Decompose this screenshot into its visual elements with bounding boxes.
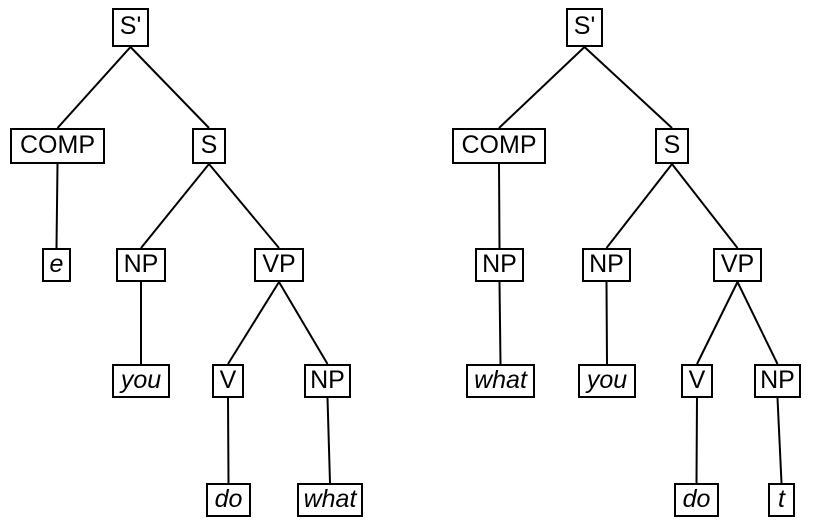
tree-edge-r8-r10 <box>695 397 698 484</box>
tree-node-right-you-r7: you <box>578 364 636 398</box>
tree-edge-r5-r8 <box>696 281 739 365</box>
tree-node-label: what <box>474 365 527 394</box>
tree-edge-l0-l2 <box>129 46 210 129</box>
tree-edge-l5-l8 <box>278 281 329 365</box>
tree-node-label: VP <box>262 249 296 278</box>
tree-node-label: V <box>219 365 237 394</box>
tree-node-label: NP <box>310 365 345 394</box>
tree-node-label: NP <box>589 249 624 278</box>
tree-node-label: VP <box>720 249 755 278</box>
tree-node-right-what-r6: what <box>466 364 535 398</box>
tree-node-left-np-l8: NP <box>304 364 351 398</box>
tree-node-right-np-r3: NP <box>475 248 524 282</box>
tree-node-left-comp-l1: COMP <box>10 128 105 164</box>
tree-node-left-e-l3: e <box>42 248 71 282</box>
tree-node-label: what <box>303 484 357 513</box>
tree-node-left-s-l0: S' <box>112 8 149 47</box>
tree-edge-l5-l7 <box>227 281 280 365</box>
tree-node-right-np-r4: NP <box>582 248 631 282</box>
tree-node-label: COMP <box>20 130 95 159</box>
tree-node-right-v-r8: V <box>681 364 713 398</box>
tree-node-right-comp-r1: COMP <box>452 128 546 164</box>
tree-edge-r3-r6 <box>498 281 502 365</box>
tree-node-label: t <box>778 484 785 513</box>
tree-edge-l2-l4 <box>140 163 210 249</box>
tree-node-left-you-l6: you <box>112 364 170 398</box>
tree-edge-r4-r7 <box>605 281 608 365</box>
tree-edge-r0-r1 <box>498 46 586 129</box>
tree-node-right-vp-r5: VP <box>713 248 762 282</box>
tree-node-left-what-l10: what <box>297 483 363 517</box>
tree-edge-r2-r5 <box>671 163 739 249</box>
tree-node-left-s-l2: S <box>192 128 226 164</box>
tree-node-label: COMP <box>461 130 537 159</box>
tree-node-label: S <box>200 130 218 159</box>
tree-node-left-v-l7: V <box>212 364 244 398</box>
tree-node-left-do-l9: do <box>206 483 251 517</box>
tree-edge-r5-r9 <box>736 281 779 365</box>
tree-node-label: S <box>663 130 681 159</box>
tree-node-left-np-l4: NP <box>116 248 166 282</box>
tree-node-left-vp-l5: VP <box>254 248 304 282</box>
tree-edge-r9-r11 <box>776 397 783 484</box>
tree-node-label: e <box>49 249 64 278</box>
tree-node-label: NP <box>482 249 517 278</box>
tree-node-right-s-r2: S <box>655 128 689 164</box>
tree-node-right-np-r9: NP <box>754 364 801 398</box>
tree-node-label: V <box>688 365 706 394</box>
tree-edge-l8-l10 <box>326 397 331 484</box>
tree-edge-l0-l1 <box>56 46 132 129</box>
tree-node-label: S' <box>573 12 596 40</box>
tree-node-label: S' <box>119 12 142 40</box>
tree-node-label: NP <box>760 365 795 394</box>
tree-edge-r0-r2 <box>583 46 673 129</box>
tree-node-right-do-r10: do <box>674 483 719 517</box>
tree-node-right-s-r0: S' <box>566 8 603 47</box>
tree-node-right-t-r11: t <box>768 483 795 517</box>
tree-edge-r1-r3 <box>498 163 501 249</box>
tree-edge-l7-l9 <box>227 397 230 484</box>
tree-node-label: NP <box>123 249 159 278</box>
tree-node-label: do <box>214 484 243 513</box>
tree-node-label: you <box>120 365 162 394</box>
tree-edge-l1-l3 <box>55 163 59 249</box>
tree-edge-r2-r4 <box>605 163 673 249</box>
tree-node-label: do <box>682 484 711 513</box>
tree-node-label: you <box>586 365 628 394</box>
tree-edge-l2-l5 <box>208 163 280 249</box>
